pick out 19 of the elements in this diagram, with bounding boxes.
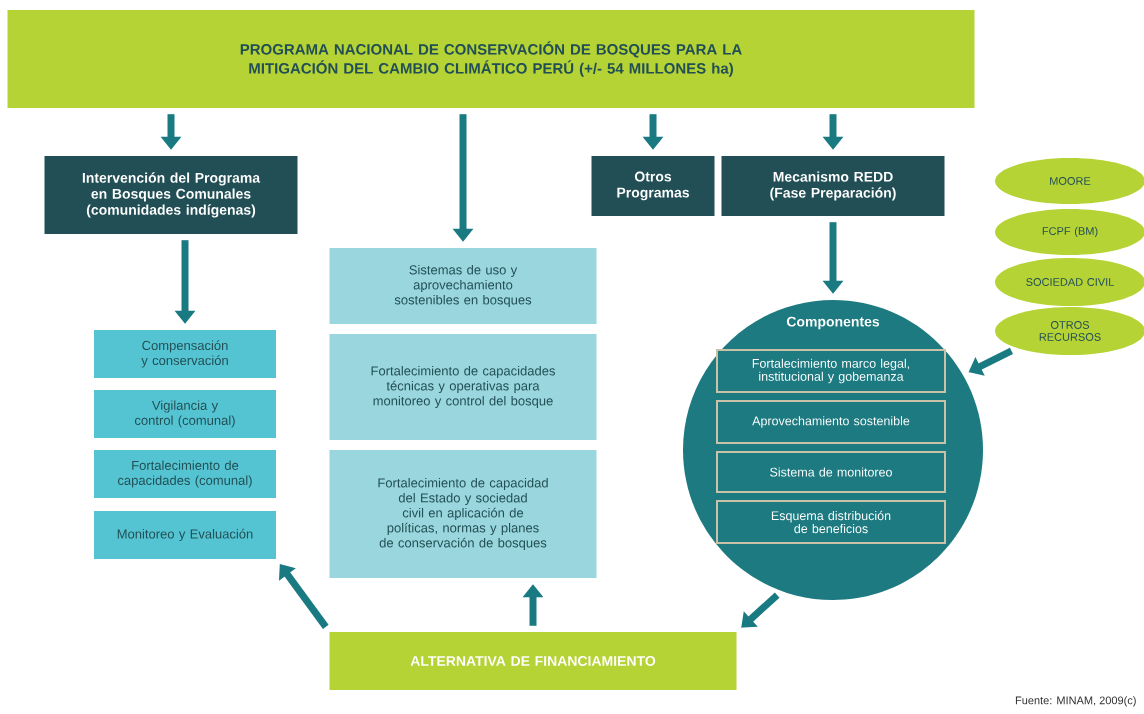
- component-box: Sistema de monitoreo: [716, 451, 946, 493]
- arrow: [279, 564, 329, 629]
- activity-box: Fortalecimiento de capacidades técnicas y operativas para monitoreo y control del bosque: [329, 334, 597, 440]
- activity-box: Fortalecimiento de capacidades (comunal): [94, 450, 276, 498]
- component-box: Esquema distribución de beneficios: [716, 500, 946, 544]
- source-caption: Fuente: MINAM, 2009(c): [1015, 696, 1136, 707]
- program-box: Intervención del Programa en Bosques Comunales (comunidades indígenas): [44, 156, 298, 234]
- program-box: Otros Programas: [591, 156, 715, 216]
- activity-box: Sistemas de uso y aprovechamiento sostenibles en bosques: [329, 248, 597, 324]
- activity-box: Fortalecimiento de capacidad del Estado y sociedad civil en aplicación de políticas, normas y planes de conservación de bosques: [329, 450, 597, 578]
- activity-box: Vigilancia y control (comunal): [94, 390, 276, 438]
- activity-box: Monitoreo y Evaluación: [94, 511, 276, 559]
- activity-box: Compensación y conservación: [94, 330, 276, 378]
- component-box: Aprovechamiento sostenible: [716, 400, 946, 444]
- funding-box: ALTERNATIVA DE FINANCIAMIENTO: [329, 632, 737, 690]
- program-box: Mecanismo REDD (Fase Preparación): [721, 156, 945, 216]
- arrow: [741, 592, 780, 628]
- component-box: Fortalecimiento marco legal, institucional y gobemanza: [716, 349, 946, 393]
- title-banner: PROGRAMA NACIONAL DE CONSERVACIÓN DE BOSQUES PARA LA MITIGACIÓN DEL CAMBIO CLIMÁTICO PERÚ (+/- 54 MILLONES ha): [7, 10, 975, 108]
